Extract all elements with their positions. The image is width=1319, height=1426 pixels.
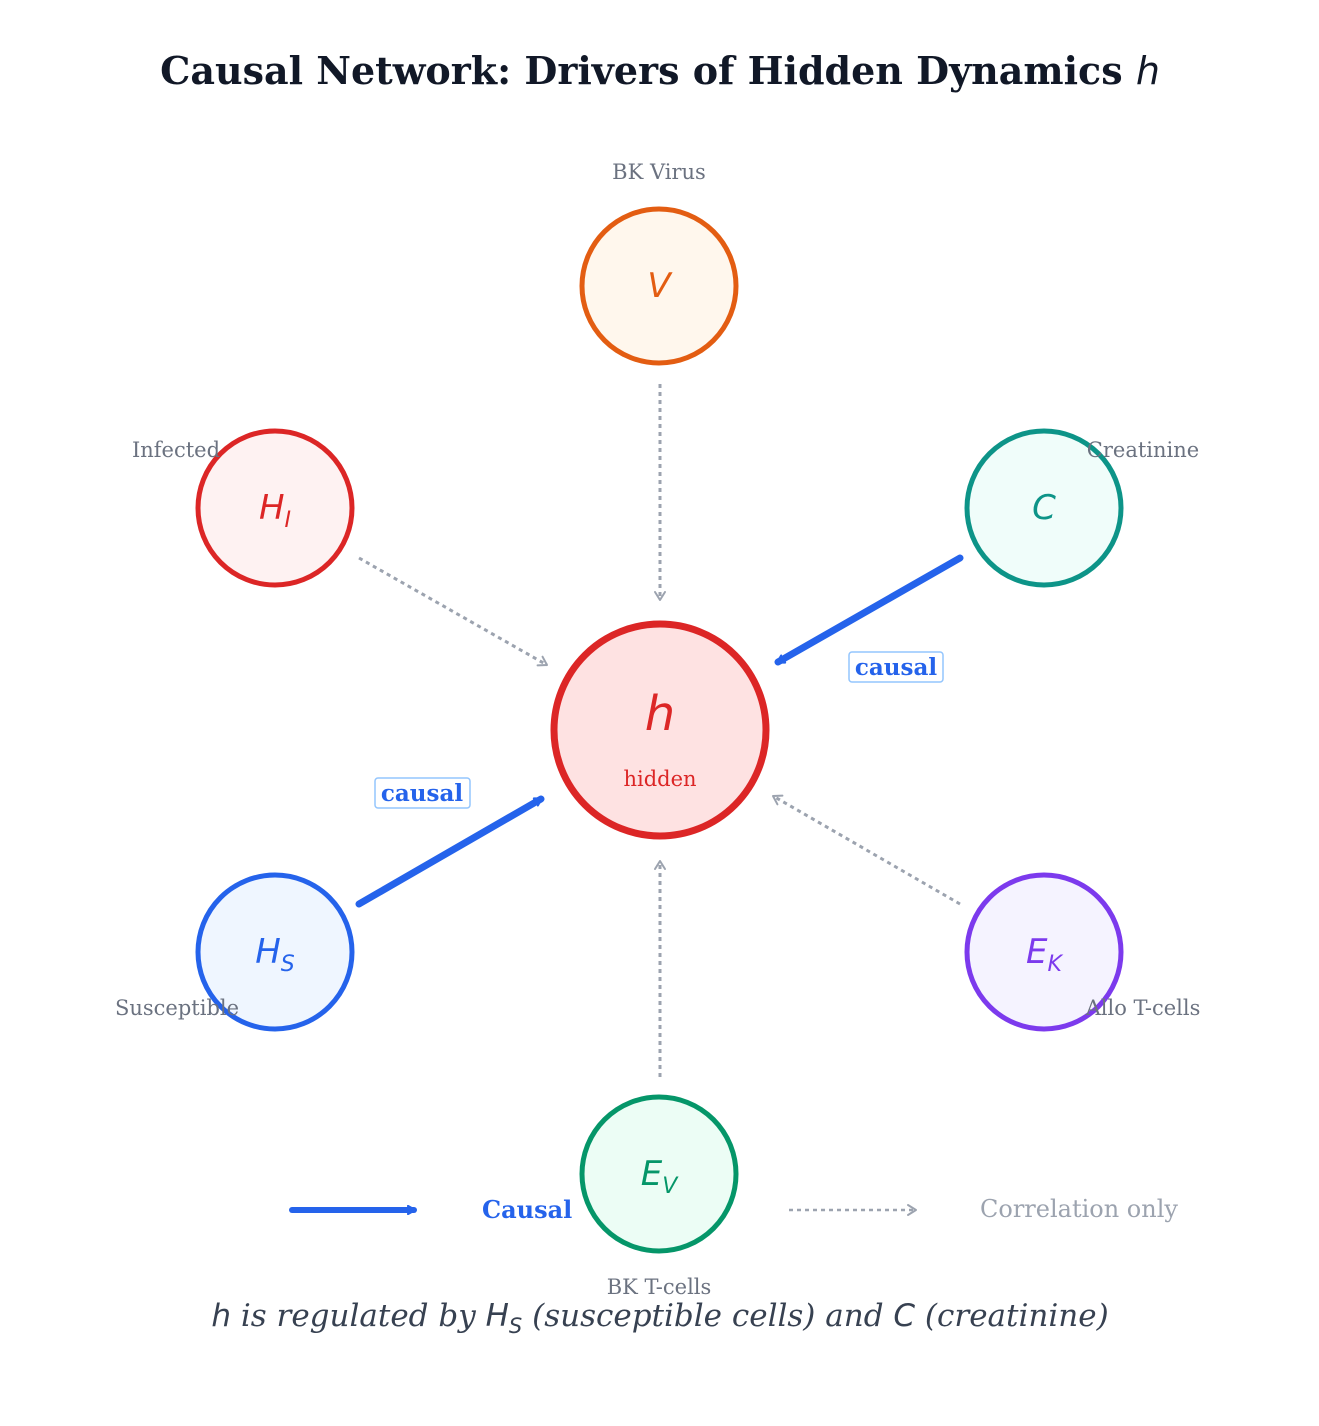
node-v-label: BK Virus — [612, 160, 706, 184]
edge-hi-to-h — [358, 556, 548, 667]
node-ek: EK — [964, 872, 1124, 1032]
center-node-h: h hidden — [550, 620, 770, 840]
center-node-symbol: h — [645, 686, 675, 742]
node-hi-symbol: HI — [259, 488, 291, 533]
node-hi-label: Infected — [132, 438, 220, 462]
causal-tag-hs-text: causal — [381, 780, 463, 807]
center-node-caption: hidden — [623, 767, 696, 791]
node-v-symbol: V — [647, 266, 673, 306]
node-c-label: Creatinine — [1087, 438, 1199, 462]
legend-causal-label: Causal — [482, 1195, 572, 1224]
node-c: C — [964, 428, 1124, 588]
edge-ek-to-h — [772, 794, 961, 906]
causal-tag-c: causal — [848, 651, 944, 683]
node-c-symbol: C — [1032, 488, 1056, 528]
node-ev: EV — [579, 1094, 739, 1254]
title-symbol: h — [1136, 49, 1160, 93]
node-hi: HI — [195, 428, 355, 588]
legend: Causal Correlation only — [289, 1195, 1178, 1224]
edge-hs-to-h — [355, 795, 545, 908]
diagram-title: Causal Network: Drivers of Hidden Dynami… — [160, 48, 1160, 93]
legend-correlation-label: Correlation only — [980, 1195, 1178, 1223]
title-text: Causal Network: Drivers of Hidden Dynami… — [160, 48, 1136, 93]
causal-tag-hs: causal — [374, 777, 471, 809]
node-ek-symbol: EK — [1026, 932, 1063, 977]
node-ev-label: BK T-cells — [607, 1275, 712, 1299]
edges-layer — [355, 384, 964, 1077]
node-ev-symbol: EV — [641, 1154, 679, 1199]
node-hs: HS — [195, 872, 355, 1032]
diagram-caption: h is regulated by HS (susceptible cells)… — [211, 1298, 1108, 1338]
node-ek-label: Allo T-cells — [1085, 996, 1201, 1020]
causal-tag-c-text: causal — [855, 654, 937, 681]
edge-c-to-h — [774, 554, 964, 666]
node-hs-symbol: HS — [255, 932, 295, 977]
node-hs-label: Susceptible — [115, 996, 239, 1020]
node-v: V — [579, 206, 739, 366]
